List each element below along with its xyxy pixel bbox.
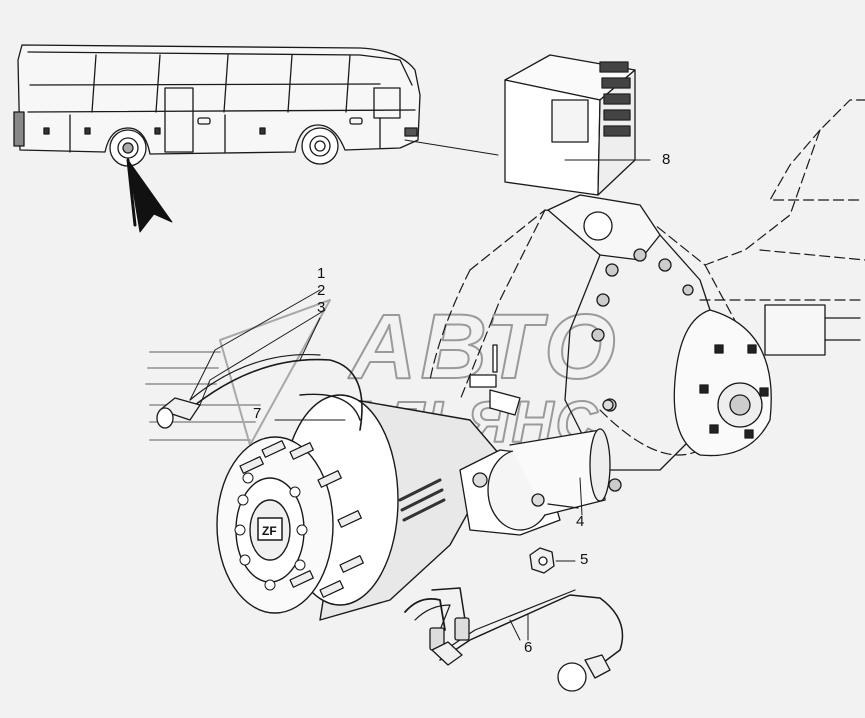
callout-7: 7 — [253, 405, 262, 422]
bus-illustration — [13, 44, 421, 167]
nut-item-5 — [529, 547, 576, 574]
hub-logo: ZF — [262, 524, 277, 538]
ecu-module-item-8 — [504, 54, 651, 196]
wheel-sensor-cable-items-1-3 — [156, 289, 363, 431]
callout-5: 5 — [580, 551, 589, 568]
callout-3: 3 — [317, 299, 326, 316]
differential-carrier — [547, 194, 861, 492]
leader-lines — [274, 419, 583, 641]
callout-1: 1 — [317, 265, 326, 282]
callout-2: 2 — [317, 282, 326, 299]
callout-8: 8 — [662, 151, 671, 168]
location-arrow-icon — [127, 159, 173, 233]
callout-4: 4 — [576, 513, 585, 530]
brake-chamber-item-4 — [459, 344, 614, 536]
wheel-hub-assembly: ZF — [216, 393, 501, 621]
wiring-harness-item-6 — [404, 587, 624, 692]
callout-6: 6 — [524, 639, 533, 656]
